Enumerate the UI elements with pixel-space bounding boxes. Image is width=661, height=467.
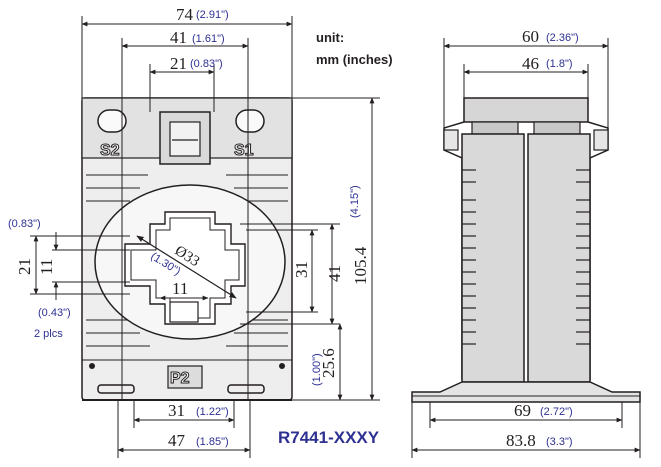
side-top-cap (463, 97, 589, 123)
window-height-value: 41 (325, 265, 344, 282)
side-inner-inch: (1.8") (546, 58, 573, 70)
bottom-offset-value: 25.6 (319, 348, 338, 378)
side-left-half (461, 133, 525, 383)
height-inch: (4.15") (349, 185, 361, 218)
front-view (81, 97, 293, 401)
terminal-s2-label: S2 (100, 142, 120, 159)
unit-label-2: mm (inches) (316, 52, 393, 67)
side-base-inner-inch: (2.72") (540, 406, 573, 418)
side-base (411, 381, 641, 403)
side-base-outer-inch: (3.3") (546, 436, 573, 448)
unit-labels: unit: mm (inches) (316, 30, 393, 67)
side-dim-text: 60 46 69 83.8 (506, 27, 539, 450)
side-dimensions (411, 38, 641, 458)
side-base-outer-value: 83.8 (506, 431, 536, 450)
overall-width-value: 74 (176, 5, 194, 24)
left-outer-inch: (0.83") (8, 218, 41, 230)
base-outer-value: 47 (168, 431, 186, 450)
right-foot-slot (227, 384, 265, 394)
terminal-span-inch: (1.61") (192, 33, 225, 45)
s2-oval (97, 109, 127, 133)
side-view (411, 97, 641, 403)
side-width-value: 60 (522, 27, 539, 46)
side-inner-value: 46 (522, 54, 539, 73)
primary-p2-label: P2 (170, 370, 190, 387)
model-number: R7441-XXXY (278, 428, 380, 447)
inner-span-inch: (0.83") (190, 58, 223, 70)
slot-width-value: 11 (172, 279, 188, 298)
terminal-span-value: 41 (170, 28, 187, 47)
side-right-half (527, 133, 591, 383)
left-outer-value: 21 (15, 258, 34, 275)
front-labels: S2 S1 P2 (100, 142, 255, 388)
side-inch-text: (2.36") (1.8") (2.72") (3.3") (540, 32, 579, 448)
left-note: 2 plcs (34, 328, 63, 340)
window-inner-value: 31 (292, 261, 311, 278)
bottom-slot (169, 301, 199, 323)
side-width-inch: (2.36") (546, 32, 579, 44)
bottom-offset-inch: (1.00") (311, 353, 323, 386)
left-foot-slot (97, 384, 135, 394)
s1-oval (235, 109, 265, 133)
terminal-s1-label: S1 (234, 142, 254, 159)
base-inner-inch: (1.22") (196, 406, 229, 418)
left-inner-inch: (0.43") (38, 307, 71, 319)
unit-label-1: unit: (316, 30, 344, 45)
inner-span-value: 21 (170, 54, 187, 73)
side-ribs (462, 169, 590, 345)
diameter-line (136, 235, 237, 299)
front-dimensions (30, 16, 380, 458)
base-outer-inch: (1.85") (196, 436, 229, 448)
height-value: 105.4 (351, 246, 370, 285)
side-base-inner-value: 69 (514, 401, 531, 420)
base-inner-value: 31 (168, 401, 185, 420)
overall-width-inch: (2.91") (196, 9, 229, 21)
left-inner-value: 11 (37, 259, 56, 275)
p2-label-box (167, 365, 203, 389)
